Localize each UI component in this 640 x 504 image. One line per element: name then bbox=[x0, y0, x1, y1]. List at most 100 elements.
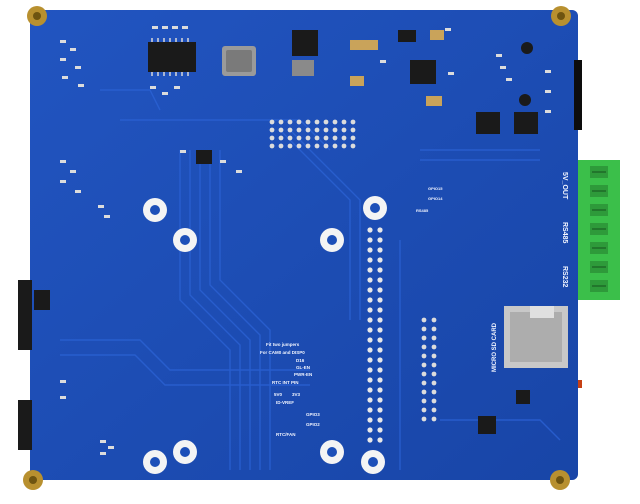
header-pin bbox=[367, 297, 373, 303]
header-pin bbox=[305, 143, 311, 149]
header-pin bbox=[421, 335, 427, 341]
header-pin bbox=[367, 237, 373, 243]
header-pin bbox=[431, 416, 437, 422]
header-pin bbox=[323, 135, 329, 141]
header-pin bbox=[377, 427, 383, 433]
header-pin bbox=[377, 407, 383, 413]
connector bbox=[574, 60, 582, 130]
header-pin bbox=[341, 135, 347, 141]
header-pin bbox=[377, 377, 383, 383]
top-components bbox=[148, 30, 538, 164]
ic-chip-icon bbox=[398, 30, 416, 42]
header-pin bbox=[421, 317, 427, 323]
header-pin bbox=[431, 389, 437, 395]
header-pin bbox=[367, 437, 373, 443]
header-pin bbox=[350, 135, 356, 141]
label-rs485-port: RS485 bbox=[561, 222, 568, 244]
capacitor bbox=[426, 96, 442, 106]
header-pin bbox=[296, 143, 302, 149]
header-pin bbox=[341, 143, 347, 149]
header-pin bbox=[431, 335, 437, 341]
sd-card-slot-icon[interactable] bbox=[504, 306, 568, 368]
header-pin bbox=[377, 227, 383, 233]
ic-chip-icon bbox=[34, 290, 50, 310]
header-pin bbox=[367, 307, 373, 313]
header-pin bbox=[421, 389, 427, 395]
label-pwr-en: PWR-EN bbox=[294, 372, 312, 377]
label-5v-out: 5V_OUT bbox=[561, 172, 568, 200]
header-pin bbox=[367, 337, 373, 343]
header-pin bbox=[287, 135, 293, 141]
left-connectors bbox=[18, 60, 582, 450]
corner-standoffs bbox=[23, 6, 571, 490]
label-3v3: 3V3 bbox=[292, 392, 301, 397]
pin-grid-right bbox=[421, 317, 437, 422]
header-pin bbox=[367, 417, 373, 423]
ic-chip-icon bbox=[196, 150, 212, 164]
header-pin bbox=[377, 387, 383, 393]
capacitor bbox=[430, 30, 444, 40]
label-id-vref: ID-VREF bbox=[276, 400, 294, 405]
header-pin bbox=[278, 135, 284, 141]
header-pin bbox=[421, 371, 427, 377]
header-pin bbox=[341, 127, 347, 133]
header-pin bbox=[377, 287, 383, 293]
header-pin bbox=[323, 127, 329, 133]
header-pin bbox=[269, 119, 275, 125]
header-pin bbox=[431, 371, 437, 377]
header-pin bbox=[377, 437, 383, 443]
header-pin bbox=[269, 143, 275, 149]
label-gpio14: GPIO14 bbox=[428, 196, 443, 201]
header-pin bbox=[278, 127, 284, 133]
header-pin bbox=[431, 344, 437, 350]
ic-chip-icon bbox=[514, 112, 538, 134]
connector bbox=[18, 280, 32, 350]
header-pin bbox=[421, 416, 427, 422]
label-5v: 5V0 bbox=[274, 392, 283, 397]
header-pin bbox=[421, 362, 427, 368]
pcb-board-shade bbox=[30, 10, 578, 480]
smd-passives bbox=[60, 26, 551, 455]
header-pin bbox=[332, 143, 338, 149]
led bbox=[578, 380, 582, 388]
header-pin bbox=[287, 127, 293, 133]
header-pin bbox=[278, 119, 284, 125]
header-pin bbox=[377, 257, 383, 263]
header-pin bbox=[367, 277, 373, 283]
mounting-holes bbox=[143, 196, 387, 474]
header-pin bbox=[367, 407, 373, 413]
header-pin bbox=[377, 307, 383, 313]
header-pin bbox=[431, 317, 437, 323]
header-pin bbox=[269, 135, 275, 141]
screw-terminal-icon[interactable] bbox=[578, 160, 620, 300]
header-pin bbox=[421, 407, 427, 413]
header-pin bbox=[377, 327, 383, 333]
header-pin bbox=[287, 143, 293, 149]
header-pin bbox=[377, 237, 383, 243]
pcb-traces bbox=[60, 89, 561, 470]
header-pin bbox=[377, 337, 383, 343]
header-pin bbox=[367, 377, 373, 383]
header-pin bbox=[421, 380, 427, 386]
label-gl-en: GL-EN bbox=[296, 365, 310, 370]
header-pin bbox=[367, 427, 373, 433]
label-gpio2: GPIO2 bbox=[306, 422, 320, 427]
label-gpio15: GPIO15 bbox=[428, 186, 443, 191]
header-pin bbox=[332, 119, 338, 125]
header-pin bbox=[350, 143, 356, 149]
header-pin bbox=[278, 143, 284, 149]
header-pin bbox=[323, 143, 329, 149]
label-jumper-note-1: Fit two jumpers bbox=[266, 342, 300, 347]
header-pin bbox=[350, 127, 356, 133]
label-d16: D16 bbox=[296, 358, 305, 363]
ic-chip-icon bbox=[478, 416, 496, 434]
ic-chip-icon bbox=[516, 390, 530, 404]
header-pin bbox=[377, 277, 383, 283]
header-pin bbox=[377, 397, 383, 403]
header-pin bbox=[367, 357, 373, 363]
header-pin bbox=[431, 407, 437, 413]
header-pin bbox=[421, 344, 427, 350]
header-pin bbox=[431, 353, 437, 359]
header-pin bbox=[341, 119, 347, 125]
label-rs485-jumper: RS485 bbox=[416, 208, 429, 213]
